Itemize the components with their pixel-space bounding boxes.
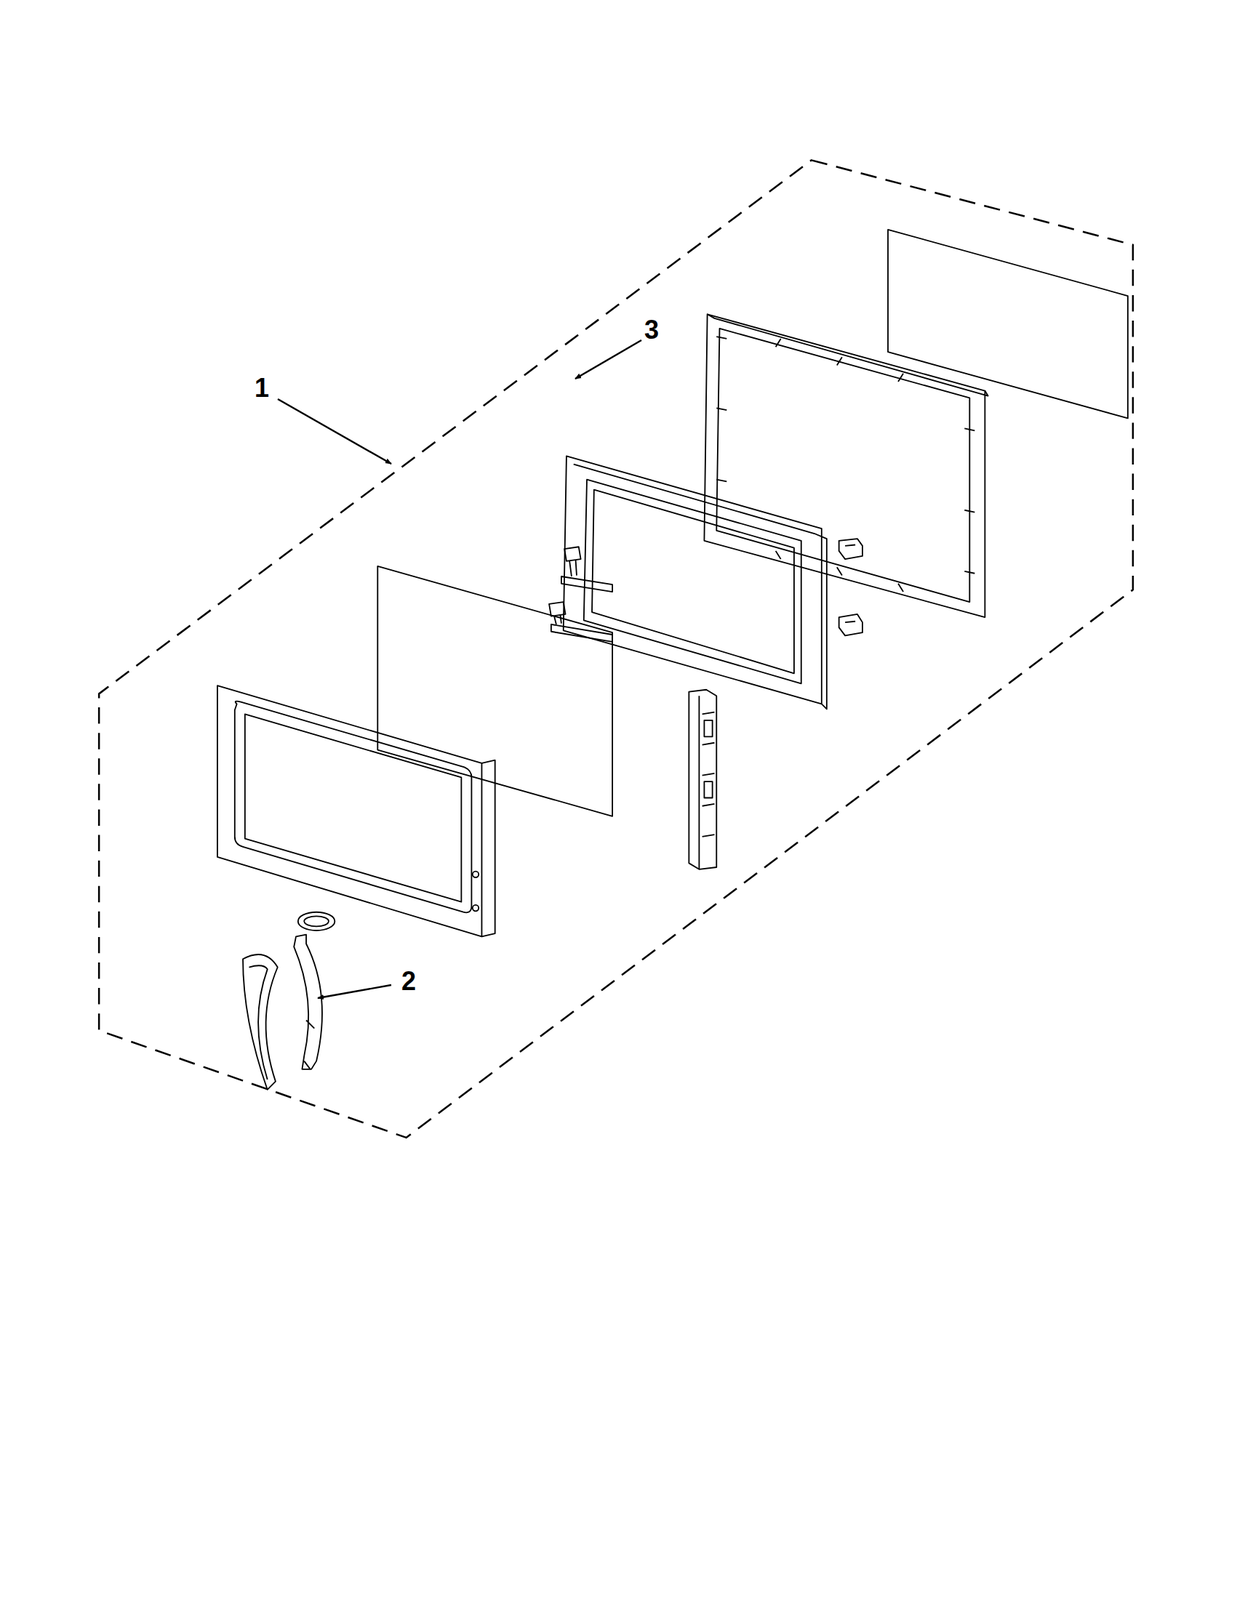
door-panel [217,685,496,937]
gasket [298,912,336,931]
assembly-boundary [98,159,1134,1139]
leader-arrow [575,340,642,379]
hinge [839,614,863,636]
handle [242,935,323,1091]
latch [688,690,717,870]
hinge [839,538,863,560]
callout-number: 1 [254,375,270,402]
leader-arrow [277,399,392,464]
choke-frame [703,314,988,618]
screw [561,546,613,592]
callout-number: 2 [401,968,416,995]
callout-number: 3 [644,317,659,344]
back-glass [887,229,1128,419]
leader-arrow [317,985,392,999]
screw [549,602,613,643]
